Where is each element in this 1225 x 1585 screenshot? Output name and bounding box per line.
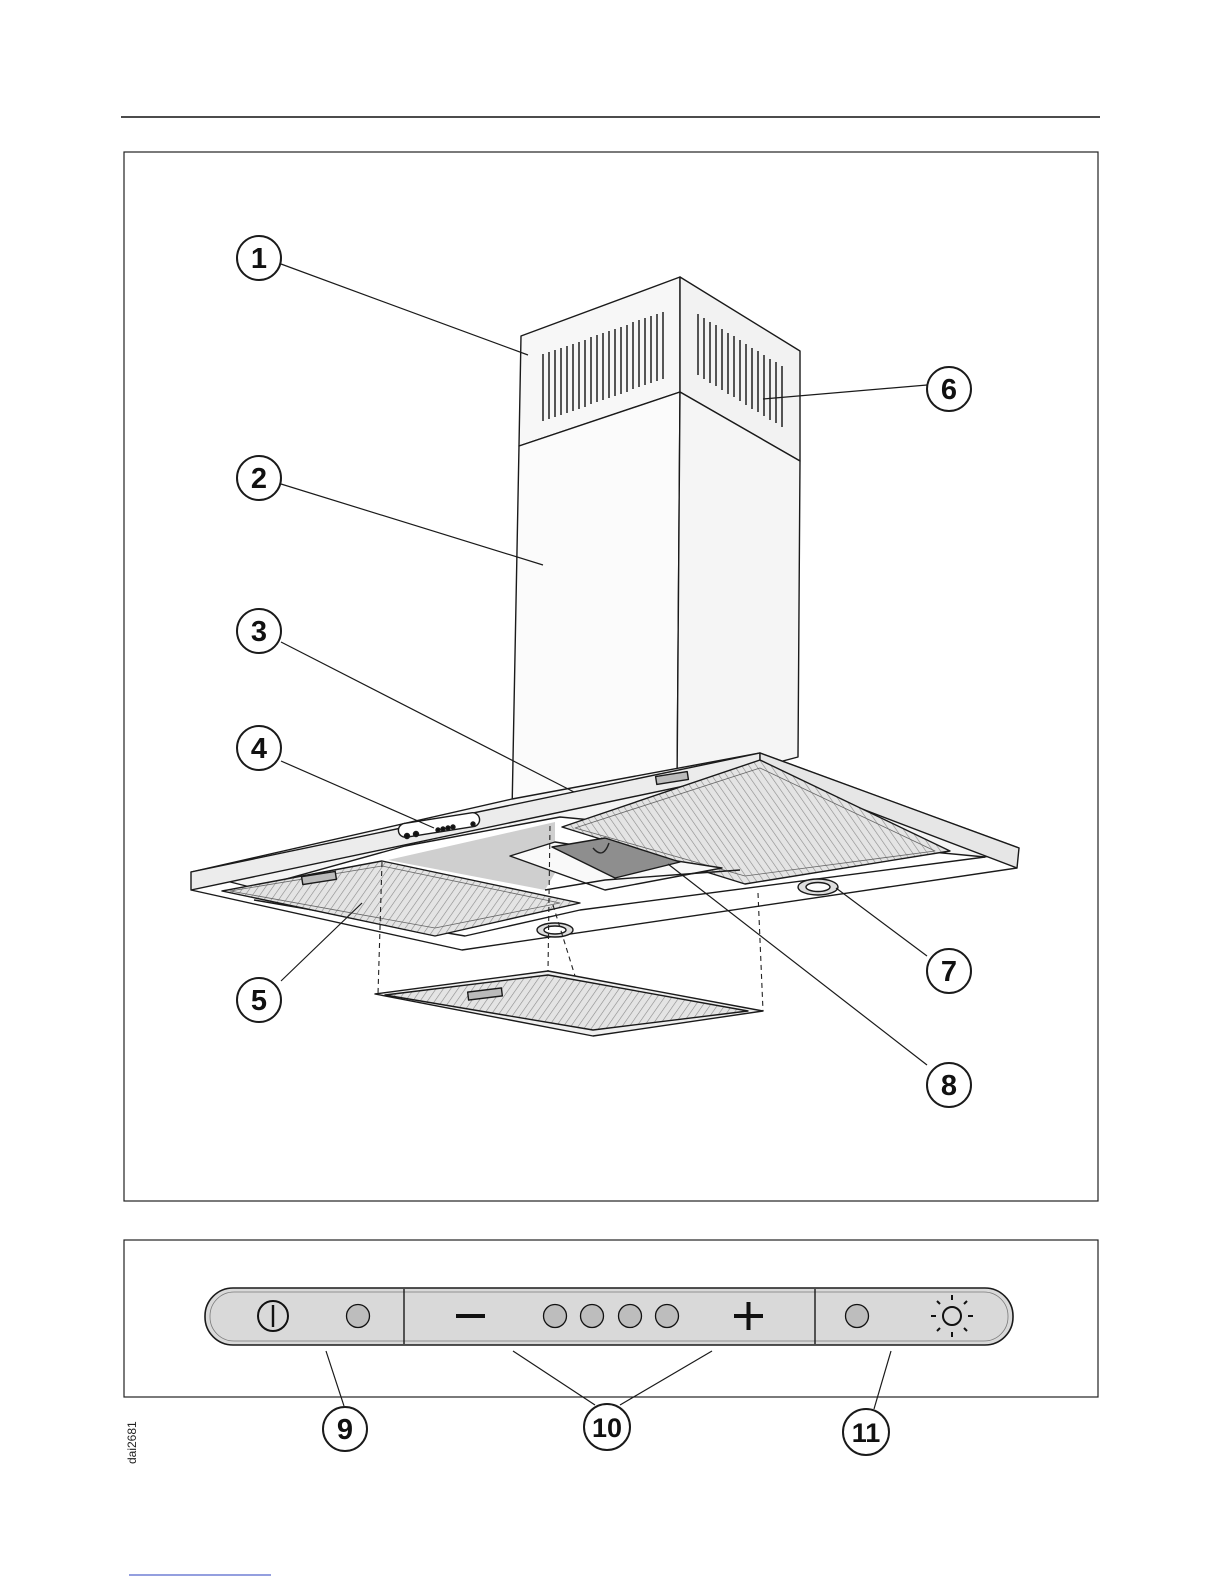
callout-9: 9 <box>337 1414 353 1446</box>
callout-7: 7 <box>941 956 957 988</box>
cooker-hood-illustration <box>191 277 1019 1036</box>
callout-3: 3 <box>251 616 267 648</box>
power-indicator-led <box>347 1305 370 1328</box>
callout-8: 8 <box>941 1070 957 1102</box>
speed-indicator-led-1 <box>544 1305 567 1328</box>
callout-10: 10 <box>592 1413 622 1443</box>
callout-5: 5 <box>251 985 267 1017</box>
callout-1: 1 <box>251 243 267 275</box>
lower-chimney-right-face <box>677 392 800 789</box>
speed-indicator-led-3 <box>619 1305 642 1328</box>
figure-code: dai2681 <box>125 1421 139 1464</box>
control-panel-leader-lines <box>326 1351 891 1409</box>
light-indicator-led <box>846 1305 869 1328</box>
control-panel <box>205 1288 1013 1345</box>
callout-11: 11 <box>852 1418 881 1448</box>
lower-chimney-left-face <box>512 392 680 812</box>
callout-6: 6 <box>941 374 957 406</box>
control-panel-bar <box>205 1288 1013 1345</box>
speed-indicator-led-2 <box>581 1305 604 1328</box>
callout-2: 2 <box>251 463 267 495</box>
callout-4: 4 <box>251 733 267 765</box>
speed-indicator-led-4 <box>656 1305 679 1328</box>
